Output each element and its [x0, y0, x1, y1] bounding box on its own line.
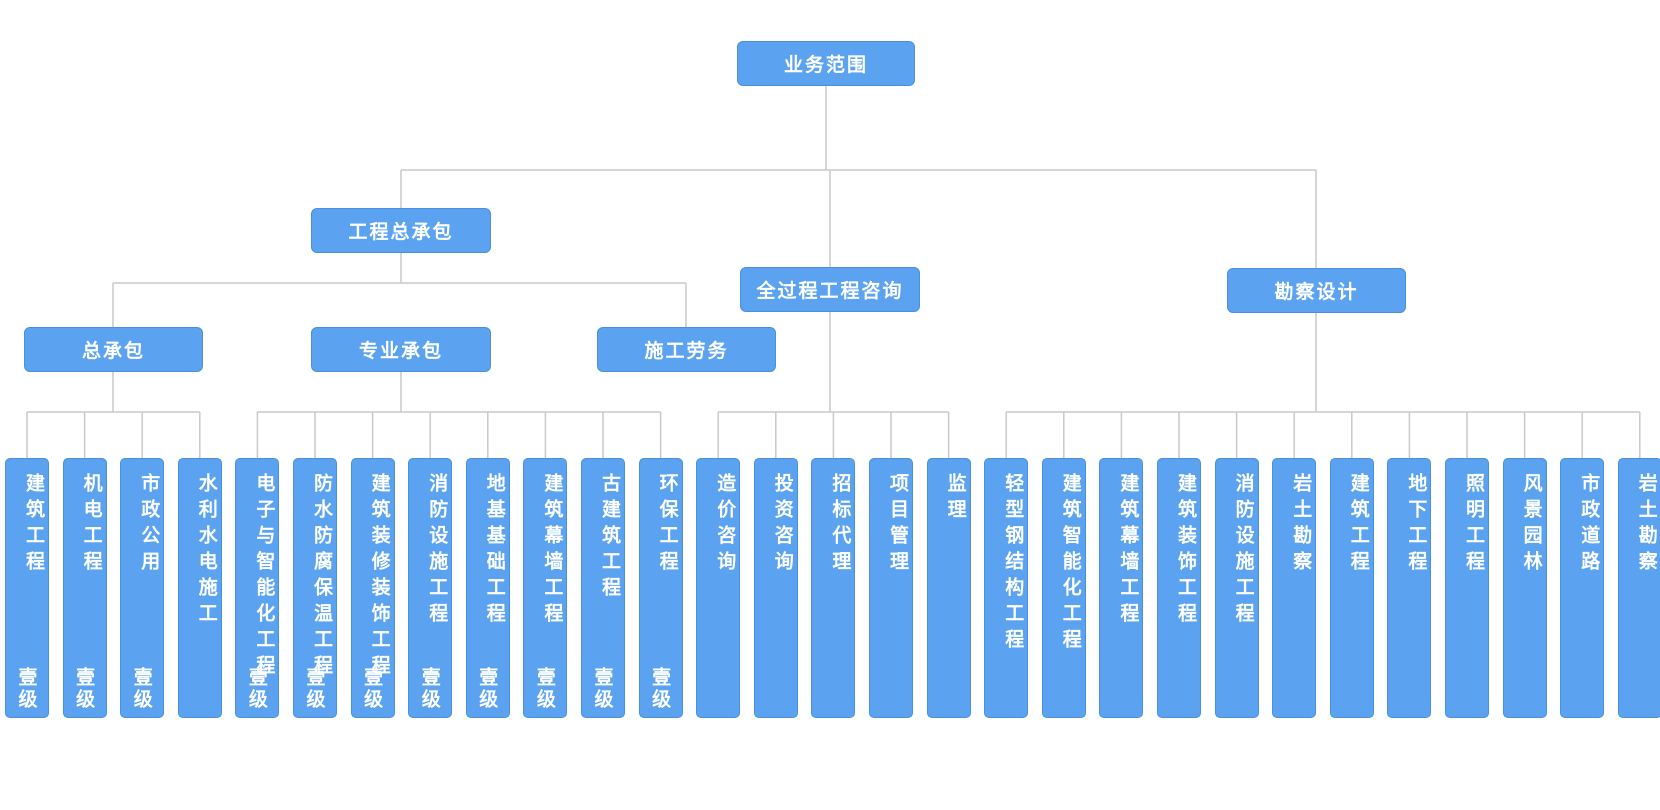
- leaf-grade: 壹级: [361, 667, 384, 711]
- leaf-label: 招标代理: [829, 473, 852, 577]
- leaf-label: 地基基础工程: [483, 473, 506, 629]
- leaf-label: 造价咨询: [714, 473, 737, 577]
- leaf-grade: 壹级: [303, 667, 326, 711]
- leaf-label: 消防设施工程: [426, 473, 449, 629]
- leaf-box: 水利水电施工: [177, 458, 222, 718]
- leaf-label: 建筑幕墙工程: [541, 473, 564, 629]
- leaf-grade: 壹级: [649, 667, 672, 711]
- leaf-label: 照明工程: [1463, 473, 1485, 577]
- leaf-box: 古建筑工程壹级: [581, 458, 625, 718]
- leaf-box: 电子与智能化工程壹级: [235, 458, 280, 718]
- leaf-box: 建筑幕墙工程壹级: [523, 458, 568, 718]
- leaf-label: 建筑幕墙工程: [1117, 473, 1140, 629]
- leaf-label: 建筑装修装饰工程: [368, 473, 391, 681]
- leaf-box: 建筑幕墙工程: [1099, 458, 1144, 718]
- leaf-label: 投资咨询: [771, 473, 794, 577]
- node-survey-design: 勘察设计: [1227, 268, 1406, 313]
- leaf-label: 电子与智能化工程: [253, 473, 276, 681]
- leaf-label: 岩土勘察: [1635, 473, 1658, 577]
- leaf-label: 建筑智能化工程: [1059, 473, 1082, 655]
- leaf-box: 监理: [926, 458, 971, 718]
- leaf-label: 监理: [944, 473, 967, 525]
- leaf-box: 环保工程壹级: [638, 458, 683, 718]
- leaf-box: 建筑智能化工程: [1041, 458, 1086, 718]
- leaf-label: 项目管理: [887, 473, 909, 577]
- leaf-box: 地基基础工程壹级: [465, 458, 510, 718]
- leaf-label: 消防设施工程: [1232, 473, 1255, 629]
- leaf-label: 轻型钢结构工程: [1002, 473, 1025, 655]
- leaf-label: 建筑装饰工程: [1175, 473, 1197, 629]
- leaf-box: 风景园林: [1502, 458, 1547, 718]
- leaf-box: 建筑装修装饰工程壹级: [350, 458, 395, 718]
- leaf-label: 地下工程: [1405, 473, 1428, 577]
- leaf-box: 项目管理: [869, 458, 913, 718]
- leaf-box: 建筑工程: [1329, 458, 1374, 718]
- leaf-box: 市政公用壹级: [120, 458, 165, 718]
- leaf-grade: 壹级: [591, 667, 614, 711]
- leaf-label: 古建筑工程: [599, 473, 621, 603]
- leaf-grade: 壹级: [245, 667, 268, 711]
- leaf-box: 岩土勘察: [1272, 458, 1317, 718]
- leaf-label: 水利水电施工: [195, 473, 218, 629]
- leaf-box: 地下工程: [1387, 458, 1432, 718]
- leaf-box: 招标代理: [811, 458, 856, 718]
- leaf-label: 岩土勘察: [1290, 473, 1313, 577]
- leaf-label: 机电工程: [80, 473, 103, 577]
- leaf-label: 风景园林: [1520, 473, 1543, 577]
- leaf-grade: 壹级: [418, 667, 441, 711]
- leaf-box: 照明工程: [1445, 458, 1489, 718]
- leaf-grade: 壹级: [15, 667, 38, 711]
- leaf-grade: 壹级: [533, 667, 556, 711]
- root-node: 业务范围: [737, 41, 915, 86]
- leaf-box: 机电工程壹级: [62, 458, 107, 718]
- node-specialty-contracting: 专业承包: [311, 327, 491, 372]
- leaf-label: 建筑工程: [1347, 473, 1370, 577]
- leaf-box: 消防设施工程: [1214, 458, 1259, 718]
- leaf-box: 消防设施工程壹级: [408, 458, 453, 718]
- node-construction-labor: 施工劳务: [597, 327, 776, 372]
- leaf-box: 轻型钢结构工程: [984, 458, 1029, 718]
- leaf-label: 市政道路: [1578, 473, 1601, 577]
- leaf-label: 市政公用: [138, 473, 161, 577]
- node-whole-process-consulting: 全过程工程咨询: [740, 267, 920, 312]
- node-engineering-general-contracting: 工程总承包: [311, 208, 491, 253]
- node-general-contracting: 总承包: [24, 327, 203, 372]
- leaf-label: 防水防腐保温工程: [311, 473, 333, 681]
- leaf-box: 投资咨询: [753, 458, 798, 718]
- leaf-box: 建筑装饰工程: [1157, 458, 1201, 718]
- leaf-label: 建筑工程: [23, 473, 45, 577]
- leaf-label: 环保工程: [656, 473, 679, 577]
- leaf-grade: 壹级: [130, 667, 153, 711]
- leaf-box: 造价咨询: [696, 458, 741, 718]
- leaf-box: 建筑工程壹级: [5, 458, 49, 718]
- leaf-box: 市政道路: [1560, 458, 1605, 718]
- leaf-grade: 壹级: [476, 667, 499, 711]
- leaf-box: 岩土勘察: [1617, 458, 1660, 718]
- leaf-grade: 壹级: [73, 667, 96, 711]
- leaf-box: 防水防腐保温工程壹级: [293, 458, 337, 718]
